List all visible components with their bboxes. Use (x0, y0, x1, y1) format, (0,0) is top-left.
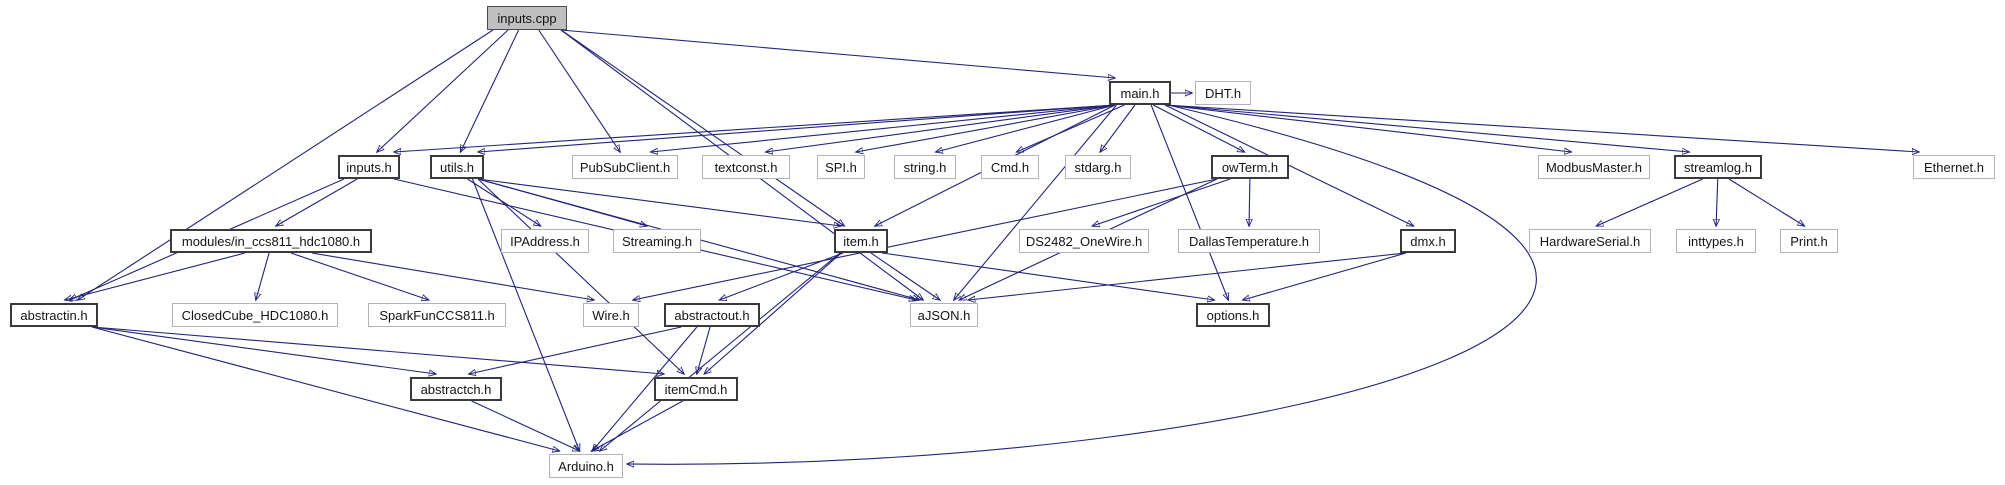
edge-group (65, 29, 1919, 464)
edge-main_h-to-pubsubclient_h (651, 104, 1116, 152)
graph-node-dmx_h[interactable]: dmx.h (1400, 229, 1456, 253)
edge-dmx_h-to-options_h (1243, 252, 1407, 300)
graph-node-closedcube_hdc1080_h: ClosedCube_HDC1080.h (172, 303, 338, 327)
graph-node-hardwareserial_h: HardwareSerial.h (1529, 229, 1651, 253)
edge-streamlog_h-to-hardwareserial_h (1596, 178, 1703, 226)
edge-owterm_h-to-dallastemperature_h (1249, 178, 1250, 226)
edge-main_h-to-streamlog_h (1164, 104, 1689, 152)
graph-node-modbusmaster_h: ModbusMaster.h (1538, 155, 1650, 179)
graph-node-owterm_h[interactable]: owTerm.h (1211, 155, 1289, 179)
graph-node-stdarg_h: stdarg.h (1065, 155, 1131, 179)
edge-inputs_cpp-to-pubsubclient_h (538, 29, 620, 152)
edge-main_h-to-inputs_h (394, 104, 1116, 152)
graph-node-main_h[interactable]: main.h (1109, 81, 1171, 105)
edge-main_h-to-utils_h (478, 104, 1116, 152)
graph-node-inputs_cpp: inputs.cpp (487, 6, 567, 30)
edge-item_h-to-itemcmd_h (704, 252, 842, 374)
edge-main_h-to-ethernet_h (1164, 104, 1919, 152)
edge-utils_h-to-itemcmd_h (477, 178, 684, 374)
graph-node-streamlog_h[interactable]: streamlog.h (1674, 155, 1762, 179)
edge-main_h-to-ajson_h (954, 104, 1117, 300)
edge-main_h-to-dmx_h (1164, 104, 1414, 226)
graph-node-modules_in_ccs811_hdc1080_h[interactable]: modules/in_ccs811_hdc1080.h (170, 229, 372, 253)
edge-abstractout_h-to-arduino_h (592, 326, 698, 451)
graph-node-dallastemperature_h: DallasTemperature.h (1178, 229, 1320, 253)
graph-node-utils_h[interactable]: utils.h (430, 155, 484, 179)
edge-inputs_cpp-to-item_h (560, 29, 844, 226)
edge-owterm_h-to-wire_h (633, 178, 1218, 300)
edge-main_h-to-textconst_h (766, 104, 1116, 152)
edge-utils_h-to-arduino_h (471, 178, 579, 451)
graph-node-ajson_h: aJSON.h (910, 303, 978, 327)
edge-main_h-to-string_h (936, 104, 1116, 152)
edge-dmx_h-to-ajson_h (968, 252, 1407, 300)
edge-main_h-to-stdarg_h (1100, 104, 1136, 152)
edge-abstractout_h-to-abstractch_h (469, 326, 682, 374)
edge-abstractch_h-to-arduino_h (471, 400, 580, 451)
edge-inputs_cpp-to-utils_h (461, 29, 520, 152)
edge-modules_in_ccs811_hdc1080_h-to-closedcube_hdc1080_h (256, 252, 270, 300)
graph-node-ethernet_h: Ethernet.h (1913, 155, 1995, 179)
graph-node-abstractin_h[interactable]: abstractin.h (10, 303, 98, 327)
edge-modules_in_ccs811_hdc1080_h-to-sparkfunccs811_h (290, 252, 429, 300)
graph-node-abstractch_h[interactable]: abstractch.h (410, 377, 502, 401)
graph-node-print_h: Print.h (1780, 229, 1838, 253)
edge-inputs_cpp-to-main_h (560, 29, 1115, 78)
graph-node-cmd_h: Cmd.h (981, 155, 1039, 179)
edge-inputs_cpp-to-abstractin_h (78, 29, 494, 300)
edge-item_h-to-options_h (881, 252, 1214, 300)
graph-node-sparkfunccs811_h: SparkFunCCS811.h (368, 303, 506, 327)
edge-main_h-to-spi_h (856, 104, 1116, 152)
edge-streamlog_h-to-inttypes_h (1716, 178, 1718, 226)
edge-itemcmd_h-to-arduino_h (592, 400, 684, 451)
graph-node-ipaddress_h: IPAddress.h (501, 229, 589, 253)
edge-item_h-to-abstractout_h (719, 252, 844, 300)
edge-utils_h-to-item_h (477, 178, 841, 226)
edge-abstractout_h-to-itemcmd_h (697, 326, 711, 374)
edge-abstractin_h-to-abstractch_h (91, 326, 436, 374)
graph-node-arduino_h: Arduino.h (549, 454, 623, 478)
edge-owterm_h-to-ds2482_onewire_h (1092, 178, 1231, 226)
graph-node-inttypes_h: inttypes.h (1676, 229, 1756, 253)
graph-node-string_h: string.h (894, 155, 956, 179)
edge-modules_in_ccs811_hdc1080_h-to-abstractin_h (65, 252, 246, 300)
edge-main_h-to-options_h (1150, 104, 1228, 300)
edge-main_h-to-modbusmaster_h (1164, 104, 1571, 152)
graph-node-inputs_h[interactable]: inputs.h (338, 155, 400, 179)
edge-utils_h-to-ipaddress_h (467, 178, 541, 226)
graph-node-textconst_h: textconst.h (702, 155, 790, 179)
graph-node-options_h[interactable]: options.h (1196, 303, 1270, 327)
edge-item_h-to-arduino_h (600, 252, 841, 451)
edge-streamlog_h-to-print_h (1728, 178, 1805, 226)
graph-node-pubsubclient_h: PubSubClient.h (572, 155, 678, 179)
graph-node-streaming_h: Streaming.h (613, 229, 701, 253)
edge-modules_in_ccs811_hdc1080_h-to-wire_h (311, 252, 594, 300)
edge-main_h-to-arduino_h (627, 104, 1537, 464)
edge-abstractin_h-to-itemcmd_h (91, 326, 664, 374)
edge-main_h-to-cmd_h (1017, 104, 1125, 152)
graph-node-abstractout_h[interactable]: abstractout.h (664, 303, 760, 327)
edge-inputs_h-to-modules_in_ccs811_hdc1080_h (276, 178, 358, 226)
graph-node-item_h[interactable]: item.h (834, 229, 888, 253)
graph-node-wire_h: Wire.h (583, 303, 639, 327)
graph-node-spi_h: SPI.h (817, 155, 865, 179)
edge-main_h-to-owterm_h (1152, 104, 1244, 152)
edge-abstractin_h-to-arduino_h (91, 326, 559, 451)
graph-node-itemcmd_h[interactable]: itemCmd.h (654, 377, 738, 401)
edge-inputs_cpp-to-inputs_h (377, 29, 509, 152)
graph-node-ds2482_onewire_h: DS2482_OneWire.h (1019, 229, 1149, 253)
edge-item_h-to-ajson_h (870, 252, 940, 300)
graph-node-dht_h: DHT.h (1195, 81, 1251, 105)
